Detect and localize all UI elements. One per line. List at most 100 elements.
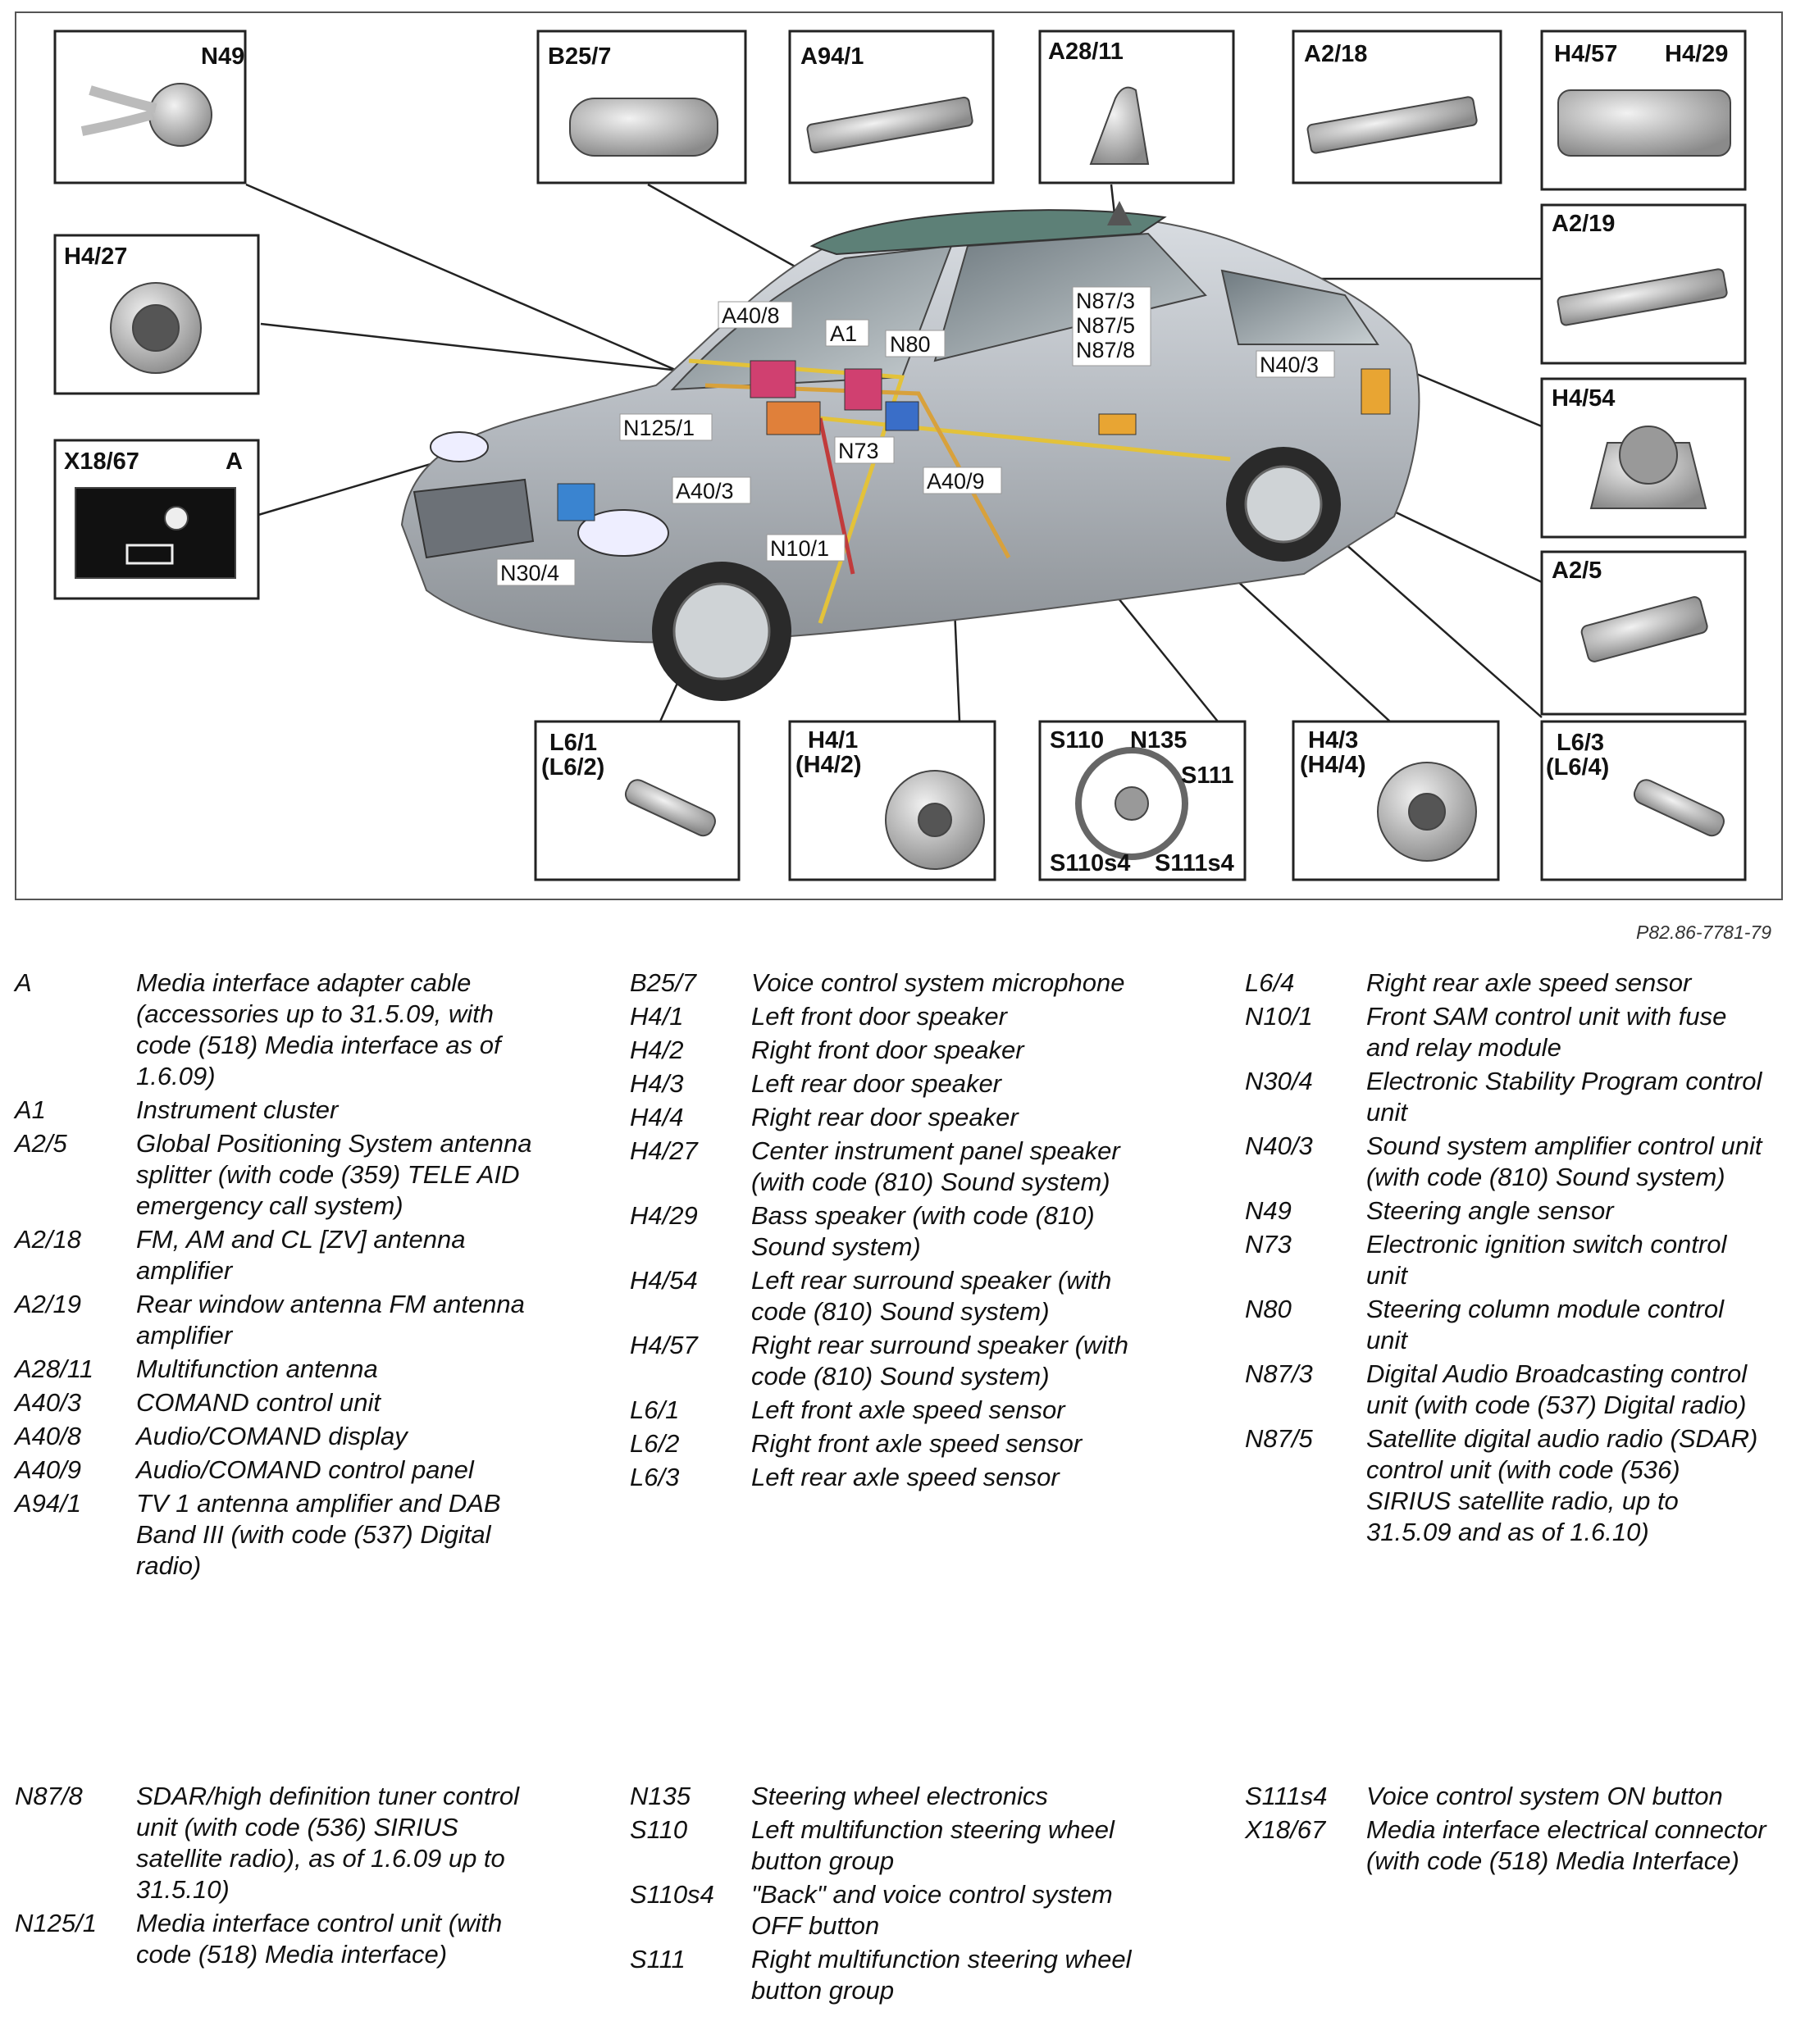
legend-description: Multifunction antenna	[136, 1354, 378, 1383]
callout-n40-3: N40/3	[1260, 353, 1319, 377]
label-n135: N135	[1130, 727, 1187, 753]
legend-code: N87/5	[1245, 1424, 1313, 1453]
legend-description: Steering column module control unit	[1366, 1295, 1724, 1354]
callout-a40-3: A40/3	[676, 479, 734, 503]
legend-description: Left rear door speaker	[751, 1069, 1002, 1098]
legend-code: A40/8	[15, 1422, 82, 1450]
callout-n30-4: N30/4	[500, 561, 559, 585]
label-s110: S110	[1050, 727, 1104, 753]
microphone-part	[569, 98, 718, 157]
legend-code: A94/1	[15, 1489, 82, 1518]
callout-n125-1: N125/1	[623, 416, 695, 440]
legend-description: Left rear axle speed sensor	[751, 1463, 1060, 1491]
legend-row: H4/3 Left rear door speaker	[630, 1068, 1153, 1099]
label-h4-4: (H4/4)	[1300, 752, 1366, 778]
legend-row: H4/1 Left front door speaker	[630, 1001, 1153, 1032]
gps-splitter-part	[1580, 596, 1708, 662]
legend-description: Left front door speaker	[751, 1002, 1007, 1031]
legend-description: Sound system amplifier control unit (wit…	[1366, 1131, 1762, 1191]
legend-row: N87/3 Digital Audio Broadcasting control …	[1245, 1359, 1768, 1421]
label-s111: S111	[1181, 763, 1234, 789]
legend-code: N87/3	[1245, 1359, 1313, 1388]
legend-code: H4/1	[630, 1002, 684, 1031]
label-x18-67: X18/67	[64, 448, 139, 475]
legend-row: H4/57 Right rear surround speaker (with c…	[630, 1330, 1153, 1392]
legend-code: N125/1	[15, 1909, 97, 1937]
legend-code: H4/3	[630, 1069, 684, 1098]
legend-code: N40/3	[1245, 1131, 1313, 1160]
legend-description: Audio/COMAND control panel	[136, 1455, 474, 1484]
legend-description: Digital Audio Broadcasting control unit …	[1366, 1359, 1748, 1419]
label-l6-3: L6/3	[1557, 730, 1604, 756]
label-h4-3: H4/3	[1308, 727, 1358, 753]
legend-code: S110s4	[630, 1880, 714, 1909]
legend-description: Center instrument panel speaker (with co…	[751, 1136, 1120, 1196]
label-a: A	[226, 448, 243, 475]
shark-fin-antenna-part	[1089, 86, 1150, 165]
legend-code: S110	[630, 1815, 688, 1844]
label-h4-57: H4/57	[1554, 41, 1617, 67]
label-l6-2: (L6/2)	[541, 754, 604, 781]
reference-code: P82.86-7781-79	[1636, 922, 1771, 943]
legend-description: FM, AM and CL [ZV] antenna amplifier	[136, 1225, 466, 1285]
car-illustration	[400, 201, 1420, 701]
label-a28-11: A28/11	[1048, 39, 1124, 65]
legend-description: Right rear surround speaker (with code (…	[751, 1331, 1129, 1391]
legend-description: COMAND control unit	[136, 1388, 381, 1417]
legend-description: Front SAM control unit with fuse and rel…	[1366, 1002, 1727, 1062]
legend-description: Electronic Stability Program control uni…	[1366, 1067, 1762, 1127]
rear-antenna-amplifier-part	[1557, 268, 1728, 326]
label-b25-7: B25/7	[548, 43, 611, 70]
legend-description: Steering angle sensor	[1366, 1196, 1614, 1225]
label-h4-27: H4/27	[64, 244, 127, 270]
label-a94-1: A94/1	[800, 43, 864, 70]
legend-description: Media interface adapter cable (accessori…	[136, 968, 501, 1090]
legend-description: TV 1 antenna amplifier and DAB Band III …	[136, 1489, 501, 1580]
legend-description: Media interface control unit (with code …	[136, 1909, 503, 1969]
label-n49: N49	[201, 43, 244, 70]
label-a2-19: A2/19	[1552, 211, 1615, 237]
label-h4-29: H4/29	[1665, 41, 1728, 67]
legend-code: H4/29	[630, 1201, 698, 1230]
legend-description: Instrument cluster	[136, 1095, 339, 1124]
car-callouts: A40/8 A1 N80 N125/1 N73 A40/3 A40/9 N10/…	[496, 286, 1335, 586]
legend-column-1: A Media interface adapter cable (accessor…	[15, 967, 538, 1584]
legend-code: N49	[1245, 1196, 1292, 1225]
callout-n87-3: N87/3	[1076, 289, 1135, 313]
legend-code: L6/1	[630, 1395, 680, 1424]
legend-description: Right front axle speed sensor	[751, 1429, 1083, 1458]
legend-code: N87/8	[15, 1782, 83, 1810]
legend-description: Right rear door speaker	[751, 1103, 1019, 1131]
legend-description: Left front axle speed sensor	[751, 1395, 1065, 1424]
label-a2-5: A2/5	[1552, 558, 1602, 584]
legend-code: H4/57	[630, 1331, 698, 1359]
legend-code: A	[15, 968, 32, 997]
box-labels: N49 B25/7 A94/1 A28/11 A2/18 H4/57 H4/29…	[64, 39, 1728, 876]
label-h4-54: H4/54	[1552, 385, 1615, 412]
